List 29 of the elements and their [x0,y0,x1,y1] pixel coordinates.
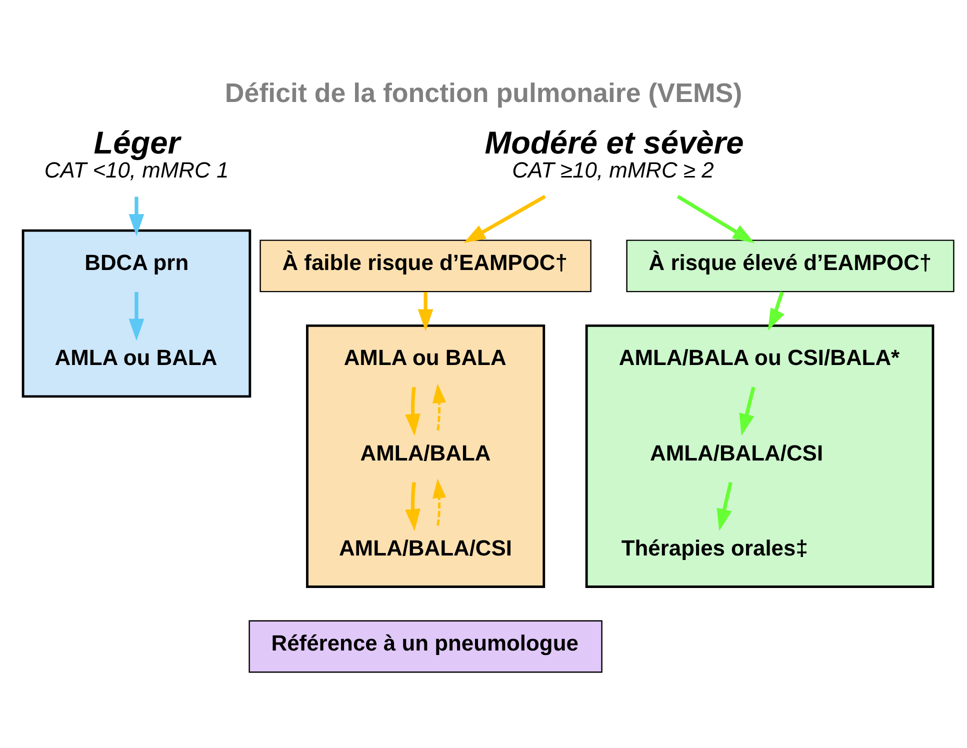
arrow [128,292,144,340]
node-text: Léger CAT <10, mMRC 1 [44,124,229,182]
node-text: AMLA ou BALA [54,344,218,370]
node-text: Modéré et sévère CAT ≥10, mMRC ≥ 2 [484,124,744,182]
arrow [405,386,420,436]
node-text: AMLA ou BALA [344,344,506,370]
node-text: AMLA/BALA ou CSI/BALA* [618,344,900,370]
arrow [128,196,144,236]
cluster [585,324,934,588]
node-text: AMLA/BALA/CSI [650,440,824,465]
arrow [432,478,446,526]
arrow [739,386,756,436]
arrow [716,481,732,530]
node-text: BDCA prn [84,250,189,275]
node-box: Référence à un pneumologue [248,620,602,672]
node-box: À risque élevé d’EAMPOC† [626,239,954,292]
arrow [676,194,755,243]
arrow [405,482,420,531]
diagram-title: Déficit de la fonction pulmonaire (VEMS) [224,78,742,108]
arrow [432,382,446,430]
cluster [306,324,546,588]
node-text: AMLA/BALA/CSI [338,535,512,560]
node-text: Thérapies orales‡ [621,535,808,560]
node-box: À faible risque d’EAMPOC† [260,239,592,292]
arrow [464,194,546,242]
arrow [768,290,784,330]
arrow [418,292,434,331]
node-text: AMLA/BALA [360,440,491,465]
cluster [22,228,252,398]
